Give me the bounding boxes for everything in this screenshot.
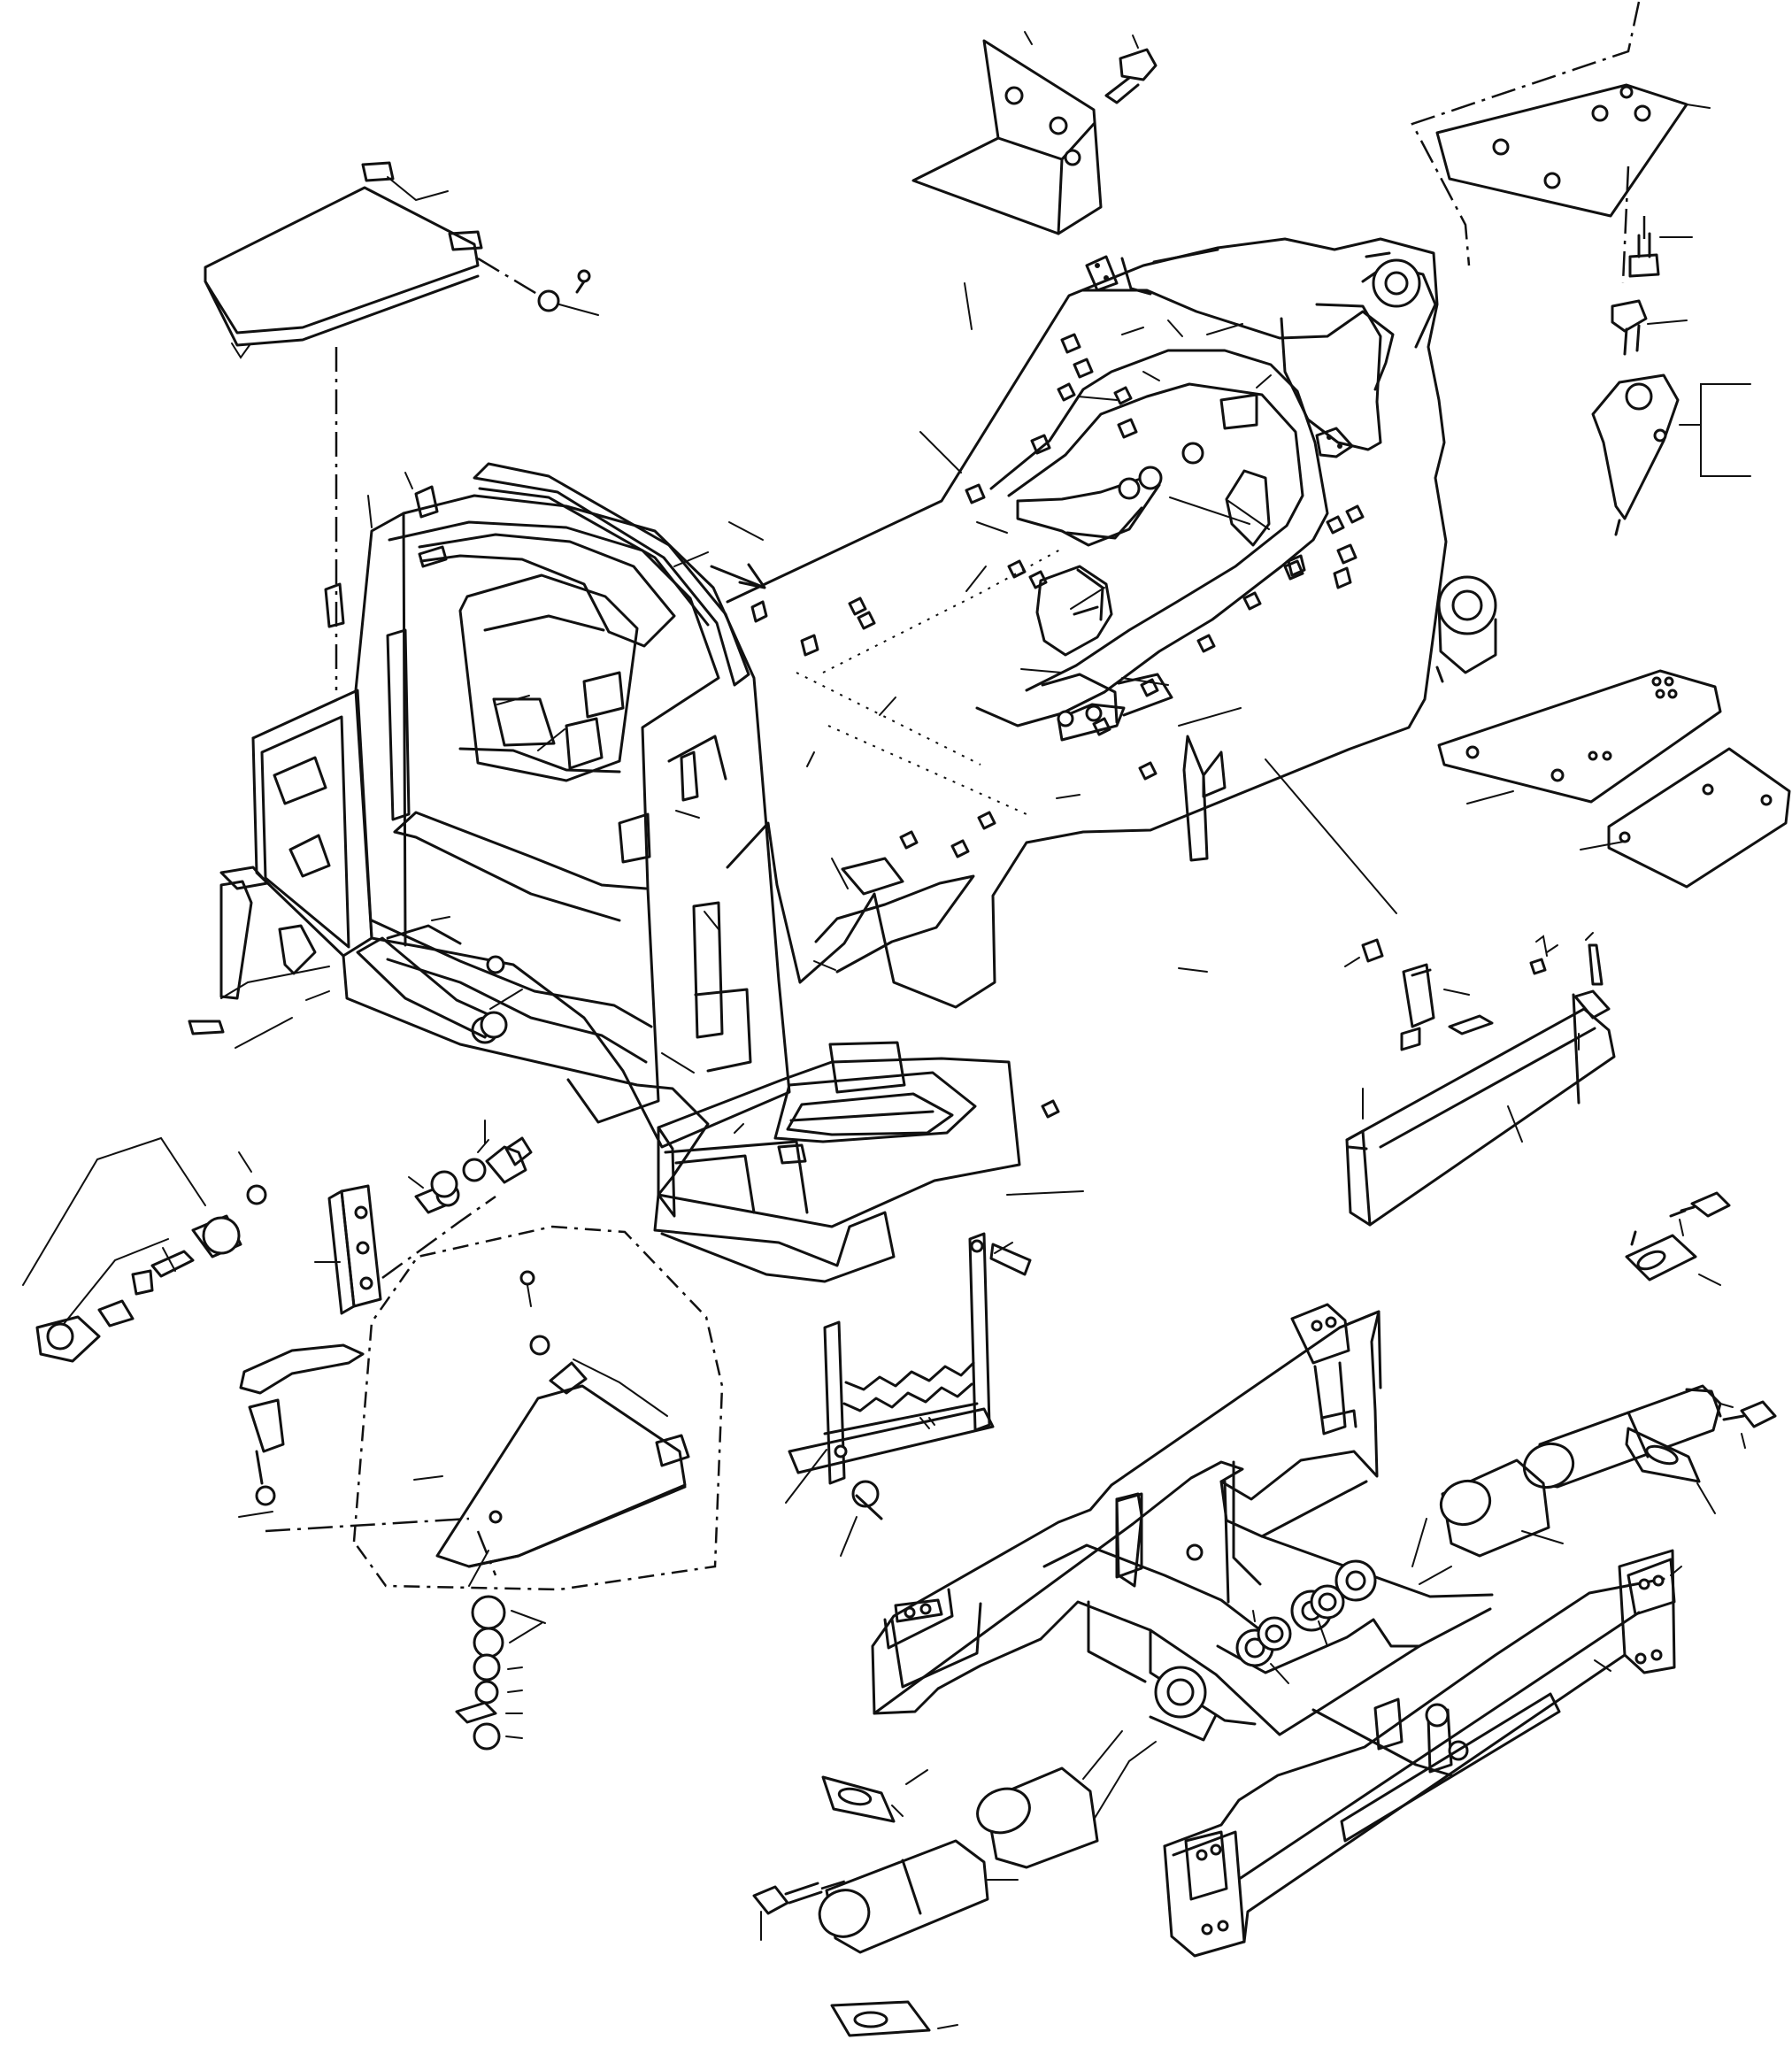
pin-and-washer	[477, 257, 599, 316]
front-guard-plate	[1345, 989, 1616, 1227]
roller-guide	[785, 1232, 1032, 1504]
bolt-lower	[752, 1878, 850, 1941]
hex-bolt	[1104, 35, 1157, 104]
pivot-pin-lower	[818, 1839, 1019, 1954]
pivot-pin-upper	[1522, 1384, 1734, 1489]
corner-bracket	[911, 31, 1103, 235]
pivot-bushing-upper	[1411, 1459, 1564, 1585]
lower-subframe	[871, 1303, 1682, 1958]
swing-pin-assembly	[22, 1136, 267, 1363]
operator-tower	[354, 462, 791, 1149]
hinge-block	[1344, 932, 1604, 1120]
lock-lever	[238, 1343, 497, 1576]
washer-stack	[455, 1595, 546, 1751]
retainer-plate-upper-2	[1625, 1400, 1777, 1514]
bolt-right-1	[1628, 232, 1693, 278]
lower-cover-plate	[352, 1225, 724, 1591]
rear-pivot-pin	[1435, 575, 1497, 683]
hinge-bracket	[314, 1184, 496, 1315]
mounting-plate-top-right	[1411, 1, 1711, 266]
tower-base	[251, 689, 896, 1283]
bolt-right-2	[1611, 299, 1688, 356]
leader-lines	[305, 165, 1630, 1254]
subframe-seals	[1235, 1584, 1345, 1684]
side-plate-pair	[1437, 669, 1791, 889]
ring-pin	[840, 1480, 883, 1557]
bolt-washer-set	[408, 1120, 533, 1214]
frame-centreline	[710, 548, 1063, 815]
main-frame	[726, 237, 1448, 1009]
rear-bracket	[1591, 373, 1751, 536]
tower-small-parts	[324, 485, 1352, 657]
upper-floor-plate	[204, 161, 483, 359]
tower-handle	[188, 866, 330, 1049]
pivot-bushing-lower	[976, 1730, 1157, 1869]
step-panel	[657, 1041, 1021, 1228]
retainer-plate-lower	[821, 1769, 958, 2037]
retainer-plate-upper	[1625, 1191, 1731, 1286]
frame-pins	[848, 333, 1365, 1119]
